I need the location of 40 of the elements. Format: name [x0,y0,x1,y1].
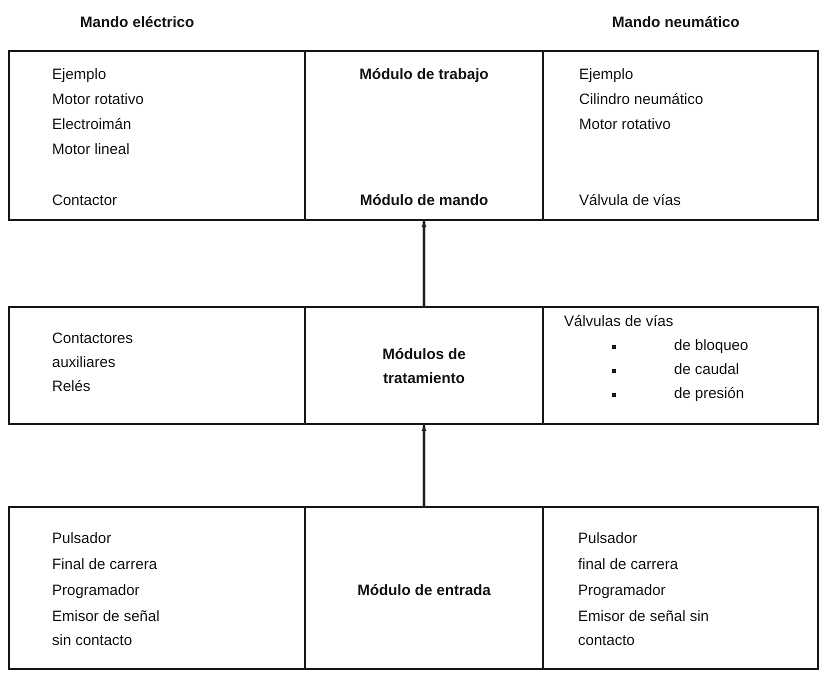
item-text: Programador [578,581,666,601]
module-title: Módulos de tratamiento [381,345,467,389]
item-text: Relés [52,377,90,397]
module-title: Módulo de trabajo [358,65,490,85]
item-text: Final de carrera [52,555,158,575]
module-box [542,506,819,670]
item-text: de presión [674,384,744,404]
item-text: final de carrera [578,555,678,575]
module-box [304,306,544,425]
item-text: de caudal [674,360,740,380]
item-text: Ejemplo [52,65,106,85]
module-title: Módulo de entrada [356,581,492,601]
item-text: de bloqueo [674,336,748,356]
arrow [422,221,426,306]
item-text: Emisor de señal sin contacto [52,607,161,651]
arrow [422,425,426,506]
item-text: Ejemplo [579,65,634,85]
module-box [542,50,819,221]
module-box [8,50,306,221]
module-box [8,506,306,670]
item-text: Emisor de señal sin contacto [578,607,710,651]
item-text: Contactores auxiliares [52,329,134,373]
item-text: Válvula de vías [579,191,681,211]
module-box [8,306,306,425]
item-text: Válvulas de vías [564,312,674,332]
module-box [542,306,819,425]
column-heading: Mando eléctrico [80,14,194,31]
item-text: Motor lineal [52,140,130,160]
item-text: Pulsador [578,529,638,549]
item-text: Motor rotativo [52,90,144,110]
item-text: Motor rotativo [579,115,671,135]
column-heading: Mando neumático [612,14,740,31]
item-text: Programador [52,581,140,601]
module-box [304,50,544,221]
item-text: Electroimán [52,115,132,135]
item-text: Cilindro neumático [579,90,704,110]
item-text: Contactor [52,191,118,211]
module-box [304,506,544,670]
item-text: Pulsador [52,529,112,549]
module-title: Módulo de mando [358,191,490,211]
